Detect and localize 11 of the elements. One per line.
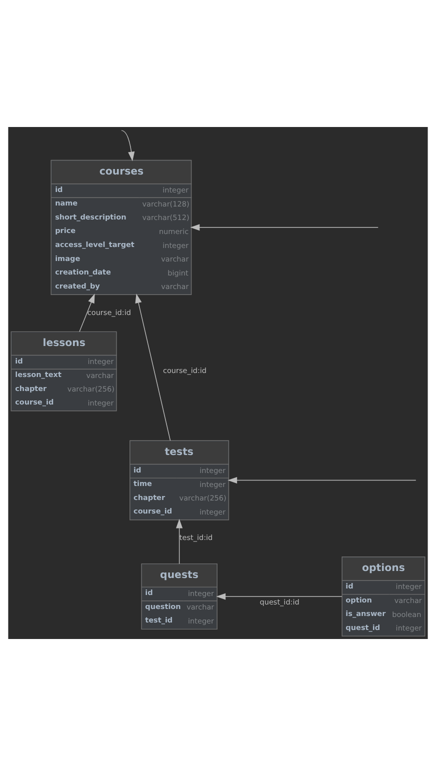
- edge-label: test_id:id: [179, 532, 213, 542]
- edge-label: course_id:id: [87, 307, 131, 316]
- arrow: [176, 518, 183, 564]
- edge-label: course_id:id: [162, 366, 207, 375]
- arrow: [216, 592, 342, 600]
- arrow: [190, 224, 378, 230]
- arrow: [228, 476, 416, 484]
- arrow: [135, 293, 171, 440]
- arrow: [121, 130, 135, 161]
- arrow: [79, 293, 95, 332]
- edge-label: quest_id:id: [260, 596, 300, 606]
